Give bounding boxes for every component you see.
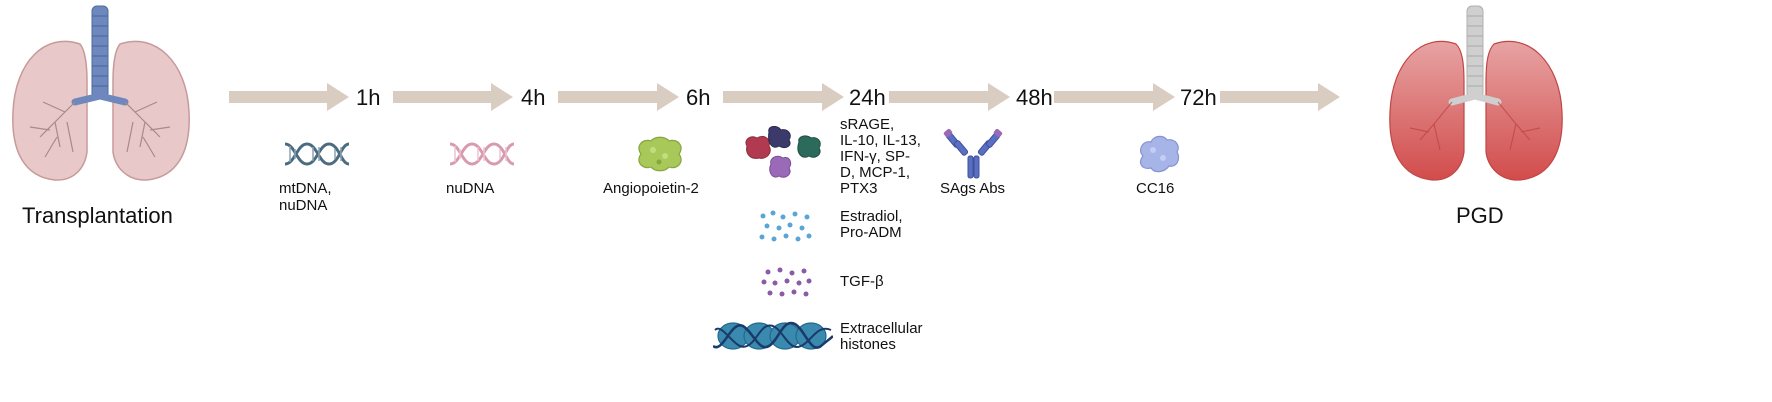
marker-label-mtdna-line1: mtDNA, bbox=[279, 180, 332, 197]
start-label: Transplantation bbox=[22, 203, 173, 228]
timeline-arrow bbox=[229, 83, 349, 111]
timeline-arrow bbox=[889, 83, 1010, 111]
timeline-arrow bbox=[1054, 83, 1175, 111]
time-label-1h: 1h bbox=[356, 85, 381, 110]
marker-label-cytokines-line2: IL-10, IL-13, bbox=[840, 132, 921, 149]
time-label-6h: 6h bbox=[686, 85, 711, 110]
marker-label-cytokines-line1: sRAGE, bbox=[840, 116, 895, 133]
marker-label-angiopoietin: Angiopoietin-2 bbox=[603, 180, 699, 197]
protein-cluster-icon bbox=[745, 126, 821, 178]
timeline-arrow bbox=[393, 83, 513, 111]
marker-label-cytokines-line5: PTX3 bbox=[840, 180, 878, 197]
timeline-arrow bbox=[1220, 83, 1340, 111]
timeline-arrow bbox=[558, 83, 679, 111]
dna-icon bbox=[284, 142, 350, 166]
marker-label-histones-line2: histones bbox=[840, 336, 896, 353]
nucleosome-icon bbox=[713, 321, 833, 350]
healthy-lungs-icon bbox=[12, 5, 190, 181]
marker-label-mtdna-line2: nuDNA bbox=[279, 197, 328, 214]
marker-label-cc16: CC16 bbox=[1136, 180, 1175, 197]
marker-label-cytokines-line3: IFN-γ, SP- bbox=[840, 148, 910, 165]
marker-label-histones-line1: Extracellular bbox=[840, 320, 923, 337]
marker-label-nudna: nuDNA bbox=[446, 180, 495, 197]
inflamed-lungs-icon bbox=[1389, 5, 1563, 181]
time-label-48h: 48h bbox=[1016, 85, 1053, 110]
marker-label-estradiol-line1: Estradiol, bbox=[840, 208, 903, 225]
purple-dots-icon bbox=[761, 267, 812, 297]
time-label-72h: 72h bbox=[1180, 85, 1217, 110]
dna-icon bbox=[449, 142, 515, 166]
blue-dots-icon bbox=[759, 210, 812, 242]
marker-label-tgf: TGF-β bbox=[840, 273, 884, 290]
protein-blob-icon bbox=[638, 136, 682, 172]
marker-label-estradiol-line2: Pro-ADM bbox=[840, 224, 902, 241]
timeline-arrow bbox=[723, 83, 844, 111]
protein-blob-icon bbox=[1139, 135, 1180, 173]
antibody-icon bbox=[943, 128, 1003, 179]
time-label-4h: 4h bbox=[521, 85, 546, 110]
time-label-24h: 24h bbox=[849, 85, 886, 110]
marker-label-sags: SAgs Abs bbox=[940, 180, 1006, 197]
marker-label-cytokines-line4: D, MCP-1, bbox=[840, 164, 911, 181]
end-label: PGD bbox=[1456, 203, 1504, 228]
